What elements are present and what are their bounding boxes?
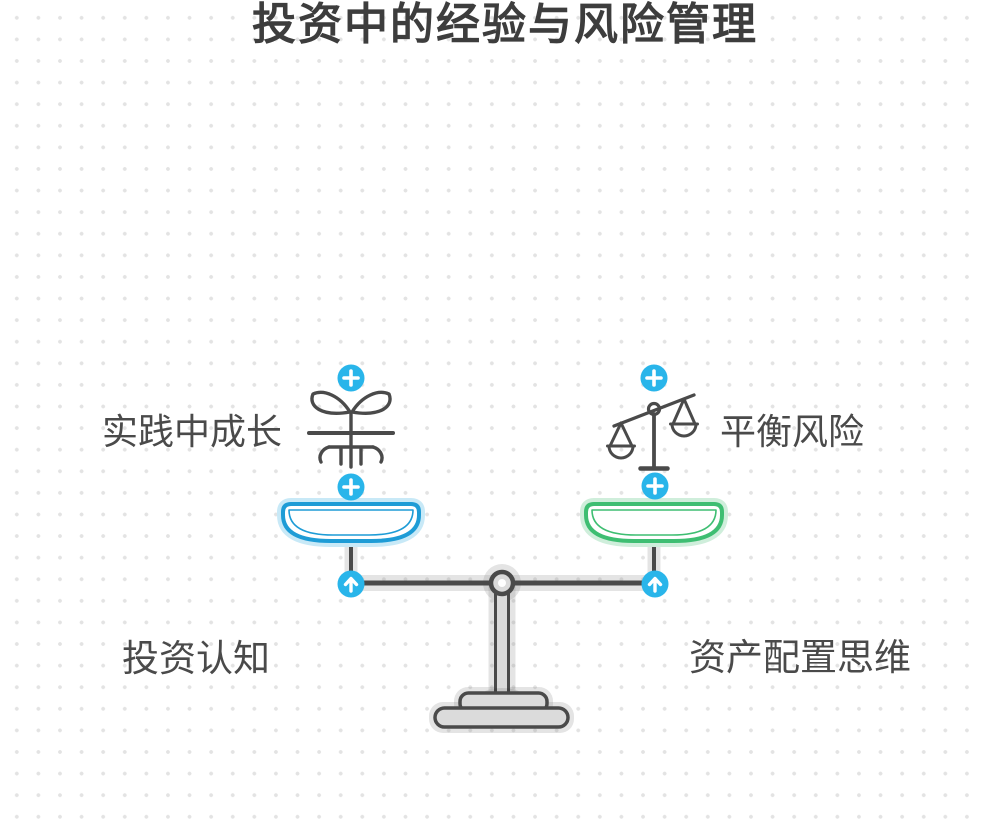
branch-subtopic-right[interactable]: 资产配置思维: [689, 637, 911, 678]
add-button-left-bottom[interactable]: [337, 473, 365, 501]
add-button-left-top[interactable]: [337, 364, 365, 392]
branch-topic-left[interactable]: 实践中成长: [102, 411, 283, 452]
arrow-up-icon: [647, 576, 663, 593]
left-pan-node[interactable]: [277, 498, 425, 547]
plus-icon: [646, 477, 664, 495]
plus-icon: [342, 369, 360, 387]
collapse-button-right[interactable]: [641, 570, 669, 598]
balance-scale-icon[interactable]: [606, 393, 699, 471]
branch-subtopic-left[interactable]: 投资认知: [122, 638, 270, 679]
add-button-right-top[interactable]: [640, 364, 668, 392]
add-button-right-bottom[interactable]: [641, 472, 669, 500]
arrow-up-icon: [343, 576, 359, 593]
plus-icon: [342, 478, 360, 496]
branch-topic-right[interactable]: 平衡风险: [720, 411, 865, 452]
collapse-button-left[interactable]: [337, 570, 365, 598]
seedling-icon[interactable]: [307, 390, 395, 469]
central-topic[interactable]: 投资中的经验与风险管理: [252, 0, 758, 49]
right-pan-node[interactable]: [580, 498, 728, 547]
stand: [433, 569, 570, 729]
plus-icon: [645, 369, 663, 387]
